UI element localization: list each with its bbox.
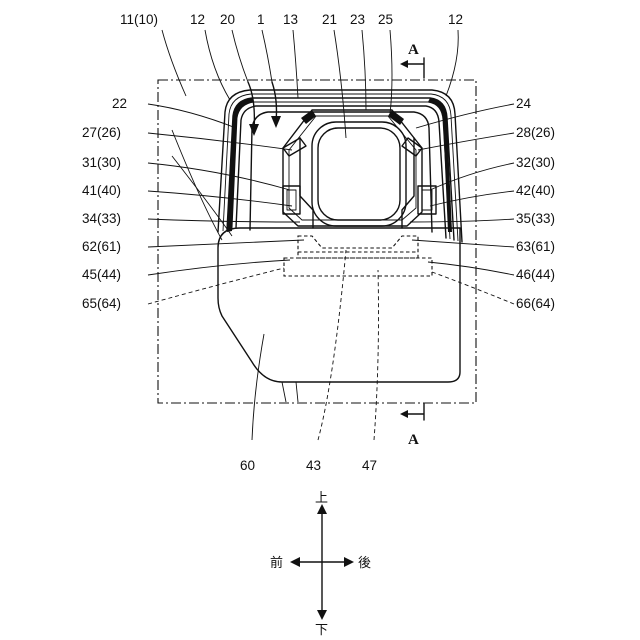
leader-47 xyxy=(374,270,379,440)
label-34-33: 34(33) xyxy=(82,211,121,226)
central-window-outer xyxy=(312,122,406,226)
left-bracket xyxy=(300,138,313,228)
label-47: 47 xyxy=(362,458,377,473)
label-60: 60 xyxy=(240,458,255,473)
label-13: 13 xyxy=(283,12,298,27)
inner-housing xyxy=(250,112,432,232)
leader-62-61 xyxy=(148,240,304,247)
section-label-bottom: A xyxy=(408,432,419,448)
leader-43 xyxy=(318,250,346,440)
leader-65-64 xyxy=(148,268,284,304)
label-62-61: 62(61) xyxy=(82,239,121,254)
label-28-26: 28(26) xyxy=(516,125,555,140)
direction-label-up: 上 xyxy=(315,491,328,506)
label-46-44: 46(44) xyxy=(516,267,555,282)
leader-60 xyxy=(252,334,264,440)
section-marker-top-head xyxy=(400,60,408,68)
leader-22 xyxy=(148,104,236,128)
label-27-26: 27(26) xyxy=(82,125,121,140)
leader-left-diag-1 xyxy=(172,130,222,240)
direction-arrow-rear-icon xyxy=(344,557,354,567)
leader-46-44 xyxy=(428,262,514,275)
leader-66-64 xyxy=(432,272,514,304)
leader-35-33 xyxy=(410,219,514,222)
label-41-40: 41(40) xyxy=(82,183,121,198)
label-42-40: 42(40) xyxy=(516,183,555,198)
section-label-top: A xyxy=(408,42,419,58)
leader-28-26 xyxy=(418,133,514,150)
central-window-inner xyxy=(318,128,400,220)
motion-arrow-1-head xyxy=(271,116,281,128)
label-21: 21 xyxy=(322,12,337,27)
label-11-10: 11(10) xyxy=(120,12,158,27)
left-bracket-top xyxy=(283,138,306,156)
section-marker-bottom-head xyxy=(400,410,408,418)
left-clip-inner xyxy=(287,190,296,210)
label-65-64: 65(64) xyxy=(82,296,121,311)
direction-label-front: 前 xyxy=(270,555,283,571)
lower-body-base xyxy=(282,382,298,402)
label-63-61: 63(61) xyxy=(516,239,555,254)
leader-25 xyxy=(390,30,392,114)
label-22: 22 xyxy=(112,96,127,111)
label-20: 20 xyxy=(220,12,235,27)
leader-27-26 xyxy=(148,133,292,150)
label-66-64: 66(64) xyxy=(516,296,555,311)
direction-arrow-down-icon xyxy=(317,610,327,620)
housing-ring-3 xyxy=(227,98,454,240)
leader-20 xyxy=(232,30,248,82)
label-32-30: 32(30) xyxy=(516,155,555,170)
leader-45-44 xyxy=(148,260,290,275)
hidden-lower-rail xyxy=(284,258,432,276)
label-31-30: 31(30) xyxy=(82,155,121,170)
label-35-33: 35(33) xyxy=(516,211,555,226)
label-45-44: 45(44) xyxy=(82,267,121,282)
label-25: 25 xyxy=(378,12,393,27)
leader-13 xyxy=(293,30,298,98)
direction-label-down: 下 xyxy=(315,623,328,638)
label-12-left: 12 xyxy=(190,12,205,27)
leader-12-left xyxy=(205,30,230,100)
label-24: 24 xyxy=(516,96,532,111)
direction-label-rear: 後 xyxy=(358,556,371,571)
label-1: 1 xyxy=(257,12,265,27)
leader-left-diag-2 xyxy=(172,156,232,236)
section-marker-bottom xyxy=(408,404,424,420)
label-12-right: 12 xyxy=(448,12,463,27)
hidden-center-rail xyxy=(298,236,418,258)
leader-63-61 xyxy=(412,240,514,247)
leader-12-right xyxy=(446,30,458,96)
label-23: 23 xyxy=(350,12,365,27)
section-marker-top xyxy=(408,58,424,78)
motion-arrow-20-head xyxy=(249,124,259,136)
label-43: 43 xyxy=(306,458,321,473)
leader-1 xyxy=(262,30,272,82)
lower-body xyxy=(218,228,460,382)
direction-arrow-front-icon xyxy=(290,557,300,567)
leader-11-10 xyxy=(162,30,186,96)
leader-31-30 xyxy=(148,163,290,190)
